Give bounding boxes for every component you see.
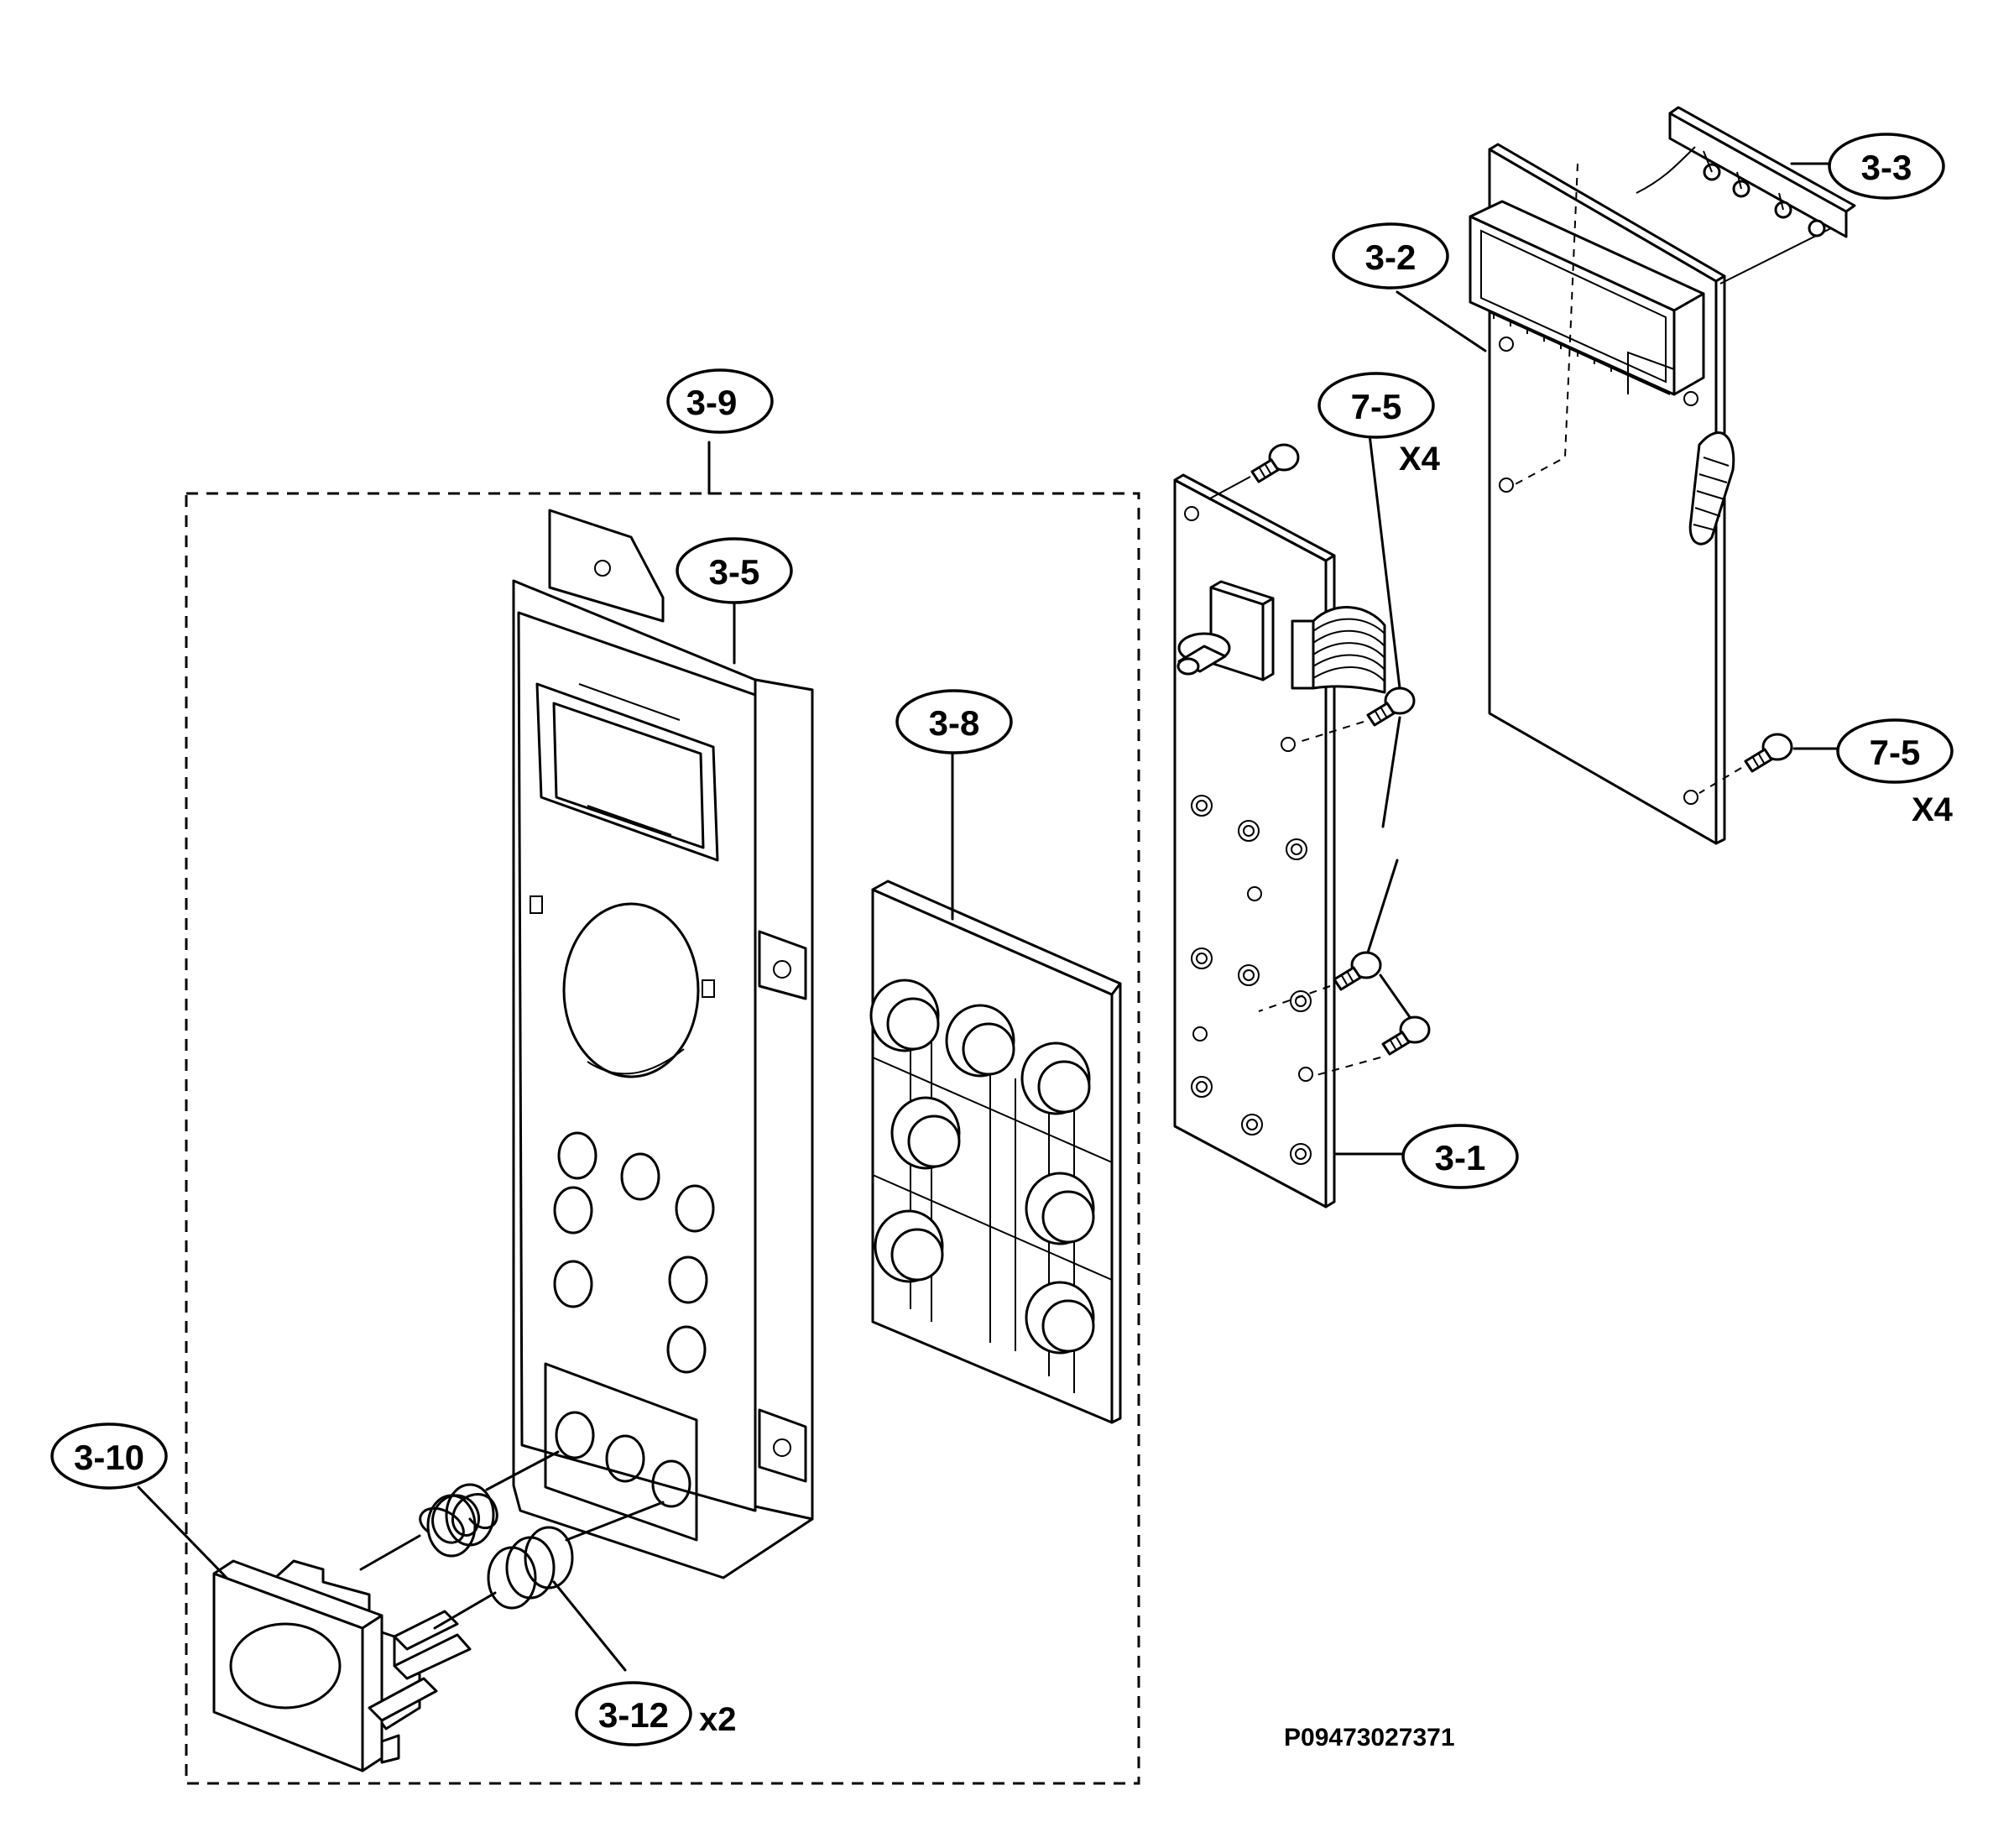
button-membrane[interactable] (869, 880, 1122, 1424)
assembly-boundary-3-9 (185, 441, 1140, 1785)
display-pcb[interactable] (1469, 143, 1839, 845)
label-3-8: 3-8 (929, 703, 980, 743)
drawing-code: P09473027371 (1284, 1724, 1455, 1751)
screw (1366, 686, 1416, 727)
springs[interactable] (359, 1450, 665, 1630)
label-3-9: 3-9 (686, 383, 738, 422)
callout-3-8: 3-8 (895, 689, 1013, 754)
callout-3-1: 3-1 (1401, 1124, 1519, 1189)
callout-3-9: 3-9 (666, 368, 774, 434)
control-panel-frame[interactable] (512, 509, 814, 1579)
screw (1333, 951, 1382, 991)
label-7-5-a: 7-5 (1351, 387, 1402, 426)
callout-3-10: 3-10 (50, 1423, 168, 1490)
led-bracket[interactable] (1636, 106, 1856, 238)
label-3-5: 3-5 (709, 552, 760, 592)
quantity-3-12: x2 (699, 1701, 737, 1738)
quantity-7-5-b: X4 (1912, 791, 1954, 828)
label-3-12: 3-12 (598, 1695, 669, 1735)
callout-3-12: 3-12 x2 (575, 1681, 737, 1746)
screws-7-5-b[interactable] (1698, 733, 1839, 794)
control-pcb[interactable] (1173, 473, 1386, 1209)
screw (1250, 443, 1300, 483)
screws-7-5-a[interactable] (1208, 433, 1431, 1077)
label-3-10: 3-10 (74, 1438, 144, 1477)
label-7-5-b: 7-5 (1870, 733, 1921, 772)
callout-7-5-b: 7-5 X4 (1836, 718, 1954, 828)
label-3-3: 3-3 (1861, 148, 1912, 187)
callout-7-5-a: 7-5 X4 (1317, 372, 1441, 478)
callout-3-5: 3-5 (676, 537, 793, 604)
spring (433, 1501, 665, 1630)
screw (1381, 1015, 1431, 1056)
label-3-1: 3-1 (1435, 1138, 1486, 1177)
callout-3-2: 3-2 (1332, 222, 1449, 290)
door-release-button[interactable] (212, 1559, 472, 1772)
quantity-7-5-a: X4 (1399, 441, 1441, 478)
spring (359, 1450, 560, 1571)
label-3-2: 3-2 (1365, 238, 1417, 277)
callout-3-3: 3-3 (1828, 133, 1945, 200)
leader-lines (137, 162, 1835, 1672)
screw (1744, 733, 1793, 773)
